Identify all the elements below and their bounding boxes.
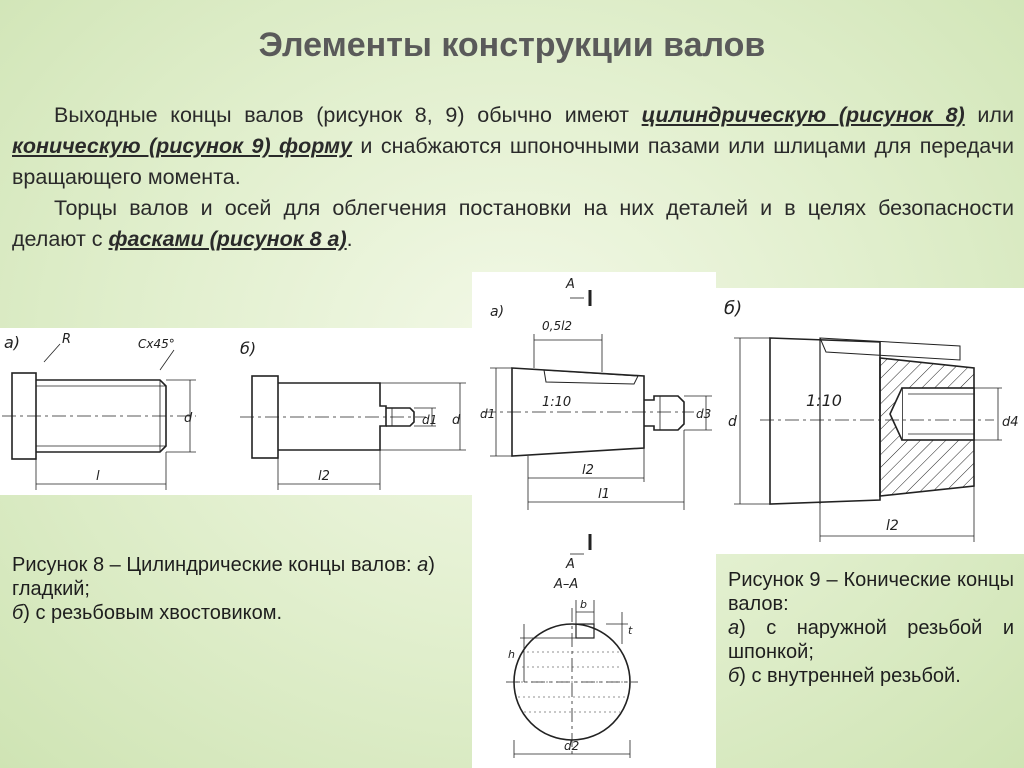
fig9a-dim-h: h — [508, 648, 515, 661]
fig9a-label-a: а) — [490, 304, 504, 320]
p1-text-3: и снабжаются шпоночными пазами или шлица… — [12, 134, 1014, 189]
figure-8-drawing: а) R Cx45° d l б) d1 d l2 — [0, 328, 472, 495]
caption8-a-letter: а — [417, 554, 429, 576]
fig8-dim-R: R — [62, 332, 71, 347]
fig8-label-a: а) — [4, 333, 20, 352]
fig9a-dim-b: b — [580, 598, 587, 611]
fig9b-taper: 1:10 — [806, 391, 842, 410]
figure-9a-drawing: а) A 0,5l2 1:10 d1 d3 l2 l1 A A–A b h t … — [472, 272, 716, 768]
figure-9b-drawing: б) 1:10 d d4 l2 — [716, 288, 1024, 554]
caption8-a-text: ) гладкий; — [12, 554, 435, 600]
p1-text-2: или — [964, 103, 1014, 127]
fig8-dim-d: d — [184, 411, 193, 426]
fig9a-dim-d1: d1 — [480, 407, 495, 421]
fig8-dim-l: l — [96, 469, 100, 484]
fig8-dim-d1: d1 — [422, 413, 437, 427]
fig8-label-b: б) — [240, 339, 256, 358]
fig9b-dim-d: d — [728, 414, 737, 430]
caption9-a-letter: а — [728, 617, 740, 639]
figure-8-caption: Рисунок 8 – Цилиндрические концы валов: … — [12, 553, 452, 625]
fig9b-dim-d4: d4 — [1002, 415, 1019, 430]
fig8-dim-d2: d — [452, 413, 461, 428]
fig9b-dim-l2: l2 — [886, 518, 899, 534]
p1-emphasis-cylindrical: цилиндрическую (рисунок 8) — [641, 103, 965, 127]
fig9a-dim-l2: l2 — [582, 463, 594, 478]
p1-text-1: Выходные концы валов (рисунок 8, 9) обыч… — [54, 103, 642, 127]
fig9b-label-b: б) — [724, 298, 742, 319]
fig9a-dim-l1: l1 — [598, 487, 610, 502]
caption9-title: Рисунок 9 – Конические концы валов: — [728, 569, 1014, 615]
p1-emphasis-conical: коническую (рисунок 9) форму — [12, 134, 352, 158]
fig9a-dim-half-l2: 0,5l2 — [542, 319, 572, 333]
fig9a-dim-t: t — [628, 624, 633, 637]
caption8-b-text: ) с резьбовым хвостовиком. — [23, 602, 283, 624]
fig9a-dim-d3: d3 — [696, 407, 711, 421]
caption8-title: Рисунок 8 – Цилиндрические концы валов: — [12, 554, 418, 576]
p2-text-1: Торцы валов и осей для облегчения постан… — [12, 196, 1014, 251]
fig9a-section-mark-top: A — [565, 277, 575, 292]
fig8-dim-l2: l2 — [318, 469, 330, 484]
caption9-a-text: ) с наружной резьбой и шпонкой; — [728, 617, 1014, 663]
paragraph-2: Торцы валов и осей для облегчения постан… — [12, 193, 1014, 255]
page-title: Элементы конструкции валов — [258, 26, 766, 64]
paragraph-1: Выходные концы валов (рисунок 8, 9) обыч… — [12, 100, 1014, 193]
caption8-b-letter: б — [12, 602, 24, 624]
fig9a-taper: 1:10 — [542, 395, 571, 410]
fig9a-section-mark-bottom: A — [565, 557, 575, 572]
figure-9-caption: Рисунок 9 – Конические концы валов: а) с… — [728, 568, 1014, 688]
caption9-b-letter: б — [728, 665, 740, 687]
p2-text-2: . — [346, 227, 353, 251]
fig9a-section-title: A–A — [553, 577, 578, 592]
caption9-b-text: ) с внутренней резьбой. — [739, 665, 961, 687]
p2-emphasis-chamfers: фасками (рисунок 8 а) — [108, 227, 347, 251]
body-text: Выходные концы валов (рисунок 8, 9) обыч… — [12, 100, 1014, 255]
fig9a-dim-d2: d2 — [564, 739, 579, 753]
fig8-dim-chamfer: Cx45° — [138, 337, 175, 351]
